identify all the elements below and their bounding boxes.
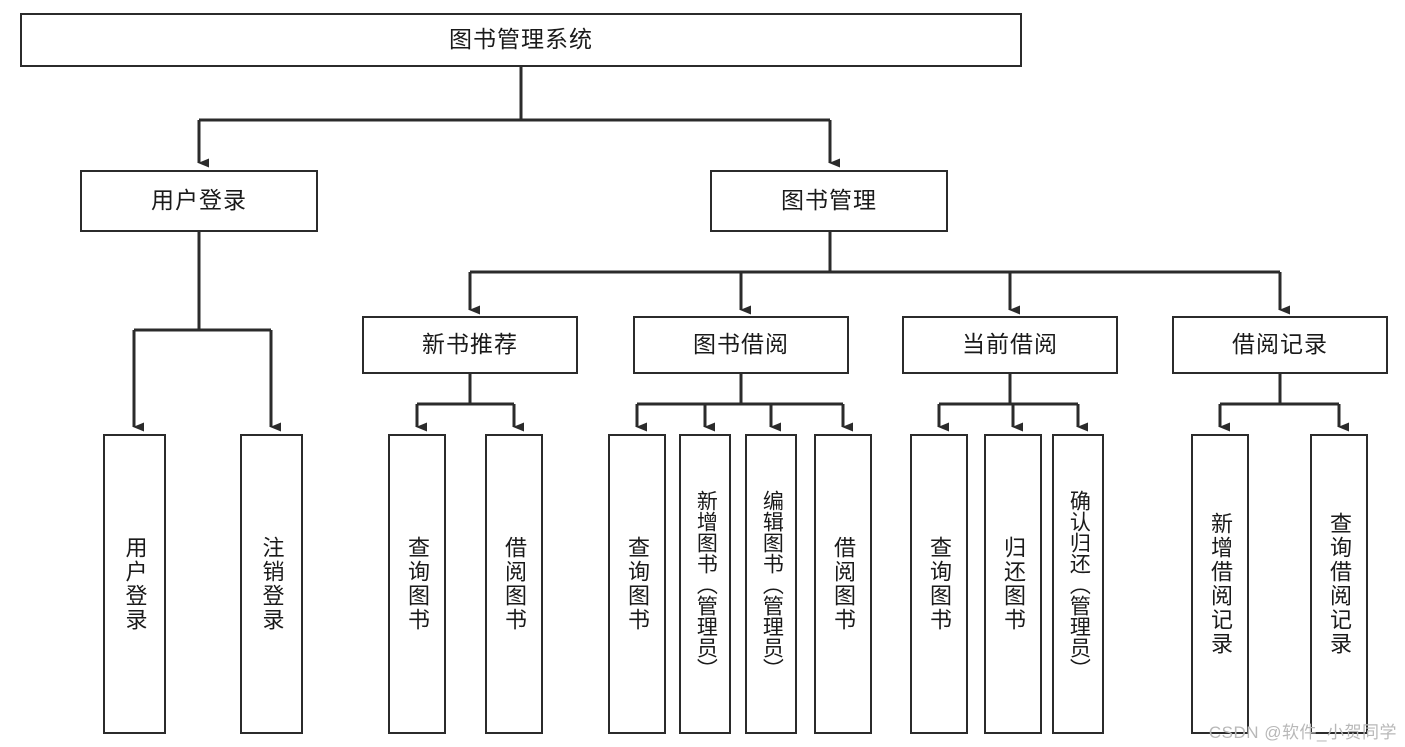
node-leaf-query-book-borrow-label: 查询图书 bbox=[624, 536, 650, 632]
node-leaf-borrow-book-recommend-label: 借阅图书 bbox=[501, 536, 527, 632]
node-leaf-confirm-return-admin[interactable]: 确认归还（管理员） bbox=[1052, 434, 1104, 734]
node-leaf-borrow-book-recommend[interactable]: 借阅图书 bbox=[485, 434, 543, 734]
node-leaf-borrow-book-borrow[interactable]: 借阅图书 bbox=[814, 434, 872, 734]
node-leaf-add-book-admin[interactable]: 新增图书（管理员） bbox=[679, 434, 731, 734]
node-book-borrow-label: 图书借阅 bbox=[693, 331, 789, 358]
node-user-login-label: 用户登录 bbox=[151, 187, 247, 214]
node-leaf-query-borrow-record-label: 查询借阅记录 bbox=[1326, 512, 1352, 656]
node-leaf-user-login[interactable]: 用户登录 bbox=[103, 434, 166, 734]
node-new-book-recommend-label: 新书推荐 bbox=[422, 331, 518, 358]
node-book-management[interactable]: 图书管理 bbox=[710, 170, 948, 232]
watermark: CSDN @软件_小贺同学 bbox=[1208, 723, 1397, 742]
node-root[interactable]: 图书管理系统 bbox=[20, 13, 1022, 67]
node-leaf-user-logout-label: 注销登录 bbox=[259, 536, 285, 632]
node-book-management-label: 图书管理 bbox=[781, 187, 877, 214]
node-leaf-user-login-label: 用户登录 bbox=[122, 536, 148, 632]
node-leaf-query-borrow-record[interactable]: 查询借阅记录 bbox=[1310, 434, 1368, 734]
node-borrow-record[interactable]: 借阅记录 bbox=[1172, 316, 1388, 374]
node-root-label: 图书管理系统 bbox=[449, 26, 593, 53]
node-leaf-borrow-book-borrow-label: 借阅图书 bbox=[830, 536, 856, 632]
node-leaf-query-book-recommend-label: 查询图书 bbox=[404, 536, 430, 632]
node-leaf-add-borrow-record[interactable]: 新增借阅记录 bbox=[1191, 434, 1249, 734]
node-leaf-query-book-borrow[interactable]: 查询图书 bbox=[608, 434, 666, 734]
node-new-book-recommend[interactable]: 新书推荐 bbox=[362, 316, 578, 374]
node-leaf-add-book-admin-label: 新增图书（管理员） bbox=[694, 489, 718, 679]
node-borrow-record-label: 借阅记录 bbox=[1232, 331, 1328, 358]
node-user-login[interactable]: 用户登录 bbox=[80, 170, 318, 232]
node-book-borrow[interactable]: 图书借阅 bbox=[633, 316, 849, 374]
node-leaf-query-book-recommend[interactable]: 查询图书 bbox=[388, 434, 446, 734]
node-leaf-confirm-return-admin-label: 确认归还（管理员） bbox=[1067, 489, 1091, 679]
node-leaf-return-book-label: 归还图书 bbox=[1000, 536, 1026, 632]
node-leaf-edit-book-admin[interactable]: 编辑图书（管理员） bbox=[745, 434, 797, 734]
node-leaf-user-logout[interactable]: 注销登录 bbox=[240, 434, 303, 734]
node-leaf-edit-book-admin-label: 编辑图书（管理员） bbox=[760, 489, 784, 679]
node-leaf-add-borrow-record-label: 新增借阅记录 bbox=[1207, 512, 1233, 656]
node-current-borrow[interactable]: 当前借阅 bbox=[902, 316, 1118, 374]
node-current-borrow-label: 当前借阅 bbox=[962, 331, 1058, 358]
node-leaf-query-book-current-label: 查询图书 bbox=[926, 536, 952, 632]
node-leaf-query-book-current[interactable]: 查询图书 bbox=[910, 434, 968, 734]
node-leaf-return-book[interactable]: 归还图书 bbox=[984, 434, 1042, 734]
